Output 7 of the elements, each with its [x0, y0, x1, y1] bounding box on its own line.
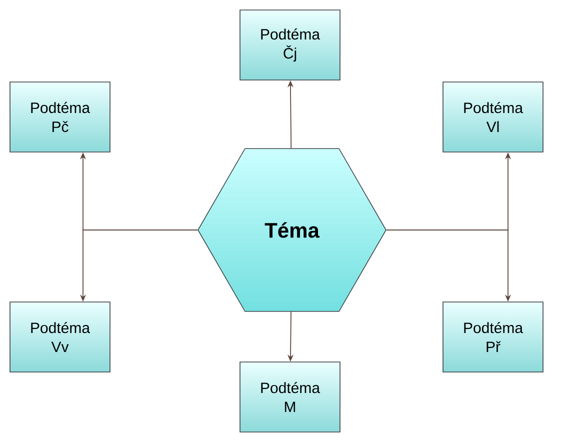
process-box: Podtéma Vl [442, 82, 544, 152]
hexagon: Téma [198, 148, 386, 312]
process-box: Podtéma Pč [10, 82, 110, 152]
process-box: Podtéma Vv [10, 302, 110, 372]
process-box: Podtéma Př [442, 302, 544, 372]
process-box: Podtéma Čj [240, 10, 340, 80]
process-box: Podtéma M [240, 362, 340, 432]
